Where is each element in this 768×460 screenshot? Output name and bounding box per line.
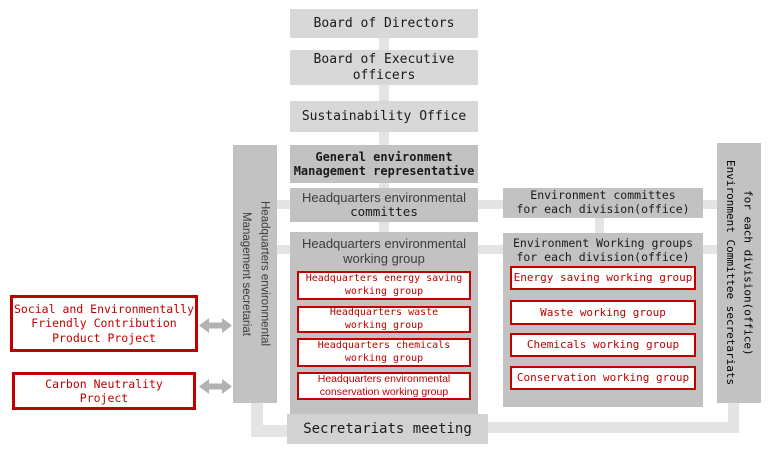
hq-energy-line2: working group — [344, 285, 424, 297]
board-exec-line2: officers — [352, 67, 416, 83]
division-waste-working-group-box: Waste working group — [510, 300, 696, 325]
division-column-connector — [595, 210, 604, 235]
hq-conservation-line2: conservation working group — [319, 386, 449, 398]
board-exec-line1: Board of Executive — [313, 52, 455, 68]
hq-committee-line2: committes — [350, 204, 418, 220]
hq-working-group-line2: working group — [343, 251, 425, 267]
committee-row-connector — [255, 200, 740, 209]
division-energy-saving-working-group-box: Energy saving working group — [510, 266, 696, 290]
general-rep-line2: Management representative — [293, 164, 475, 178]
hq-energy-saving-working-group-box: Headquarters energy saving working group — [297, 271, 471, 300]
bottom-right-connector-horizontal — [487, 422, 739, 433]
division-working-groups-line2: for each division(office) — [516, 249, 690, 264]
division-waste-label: Waste working group — [540, 305, 666, 319]
division-environment-committee-box: Environment committes for each division(… — [503, 188, 703, 218]
division-chemicals-label: Chemicals working group — [526, 338, 680, 352]
board-of-executive-officers-box: Board of Executive officers — [290, 50, 478, 85]
hq-waste-working-group-box: Headquarters waste working group — [297, 306, 471, 333]
hq-energy-line1: Headquarters energy saving — [305, 273, 463, 285]
working-row-connector — [255, 245, 740, 254]
division-chemicals-working-group-box: Chemicals working group — [510, 333, 696, 357]
division-committee-line2: for each division(office) — [516, 202, 690, 216]
hq-conservation-line1: Headquarters environmental — [317, 373, 451, 386]
double-arrow-icon — [199, 318, 232, 333]
hq-chemicals-line2: working group — [344, 352, 424, 364]
hq-environmental-committee-box: Headquarters environmental committes — [290, 188, 478, 222]
hq-chemicals-line1: Headquarters chemicals — [317, 340, 451, 352]
board-of-directors-label: Board of Directors — [313, 15, 455, 31]
project1-line3: Product Project — [52, 330, 156, 345]
secretariats-meeting-label: Secretariats meeting — [303, 420, 472, 437]
right-bar-line2: for each division(office) — [741, 190, 755, 356]
left-bar-line2: Management secretariat — [240, 211, 252, 336]
project1-line1: Social and Environmentally — [13, 302, 194, 317]
division-working-groups-line1: Environment Working groups — [512, 236, 693, 250]
project2-line1: Carbon Neutrality — [45, 376, 163, 391]
hq-management-secretariat-bar: Headquarters environmental Management se… — [233, 145, 277, 403]
division-energy-label: Energy saving working group — [513, 271, 693, 285]
bottom-left-connector-horizontal — [251, 425, 289, 437]
bottom-right-connector-vertical — [728, 400, 739, 433]
division-conservation-label: Conservation working group — [516, 371, 690, 385]
double-arrow-icon — [199, 379, 232, 394]
left-bar-line1: Headquarters environmental — [258, 201, 271, 347]
division-conservation-working-group-box: Conservation working group — [510, 366, 696, 390]
hq-waste-line2: working group — [344, 319, 424, 331]
hq-committee-line1: Headquarters environmental — [301, 189, 467, 205]
carbon-neutrality-project-box: Carbon Neutrality Project — [12, 372, 196, 410]
board-of-directors-box: Board of Directors — [290, 9, 478, 38]
social-environmental-product-project-box: Social and Environmentally Friendly Cont… — [10, 295, 198, 352]
hq-waste-line1: Headquarters waste — [329, 307, 439, 319]
secretariats-meeting-box: Secretariats meeting — [287, 414, 488, 444]
general-environment-representative-box: General environment Management represent… — [290, 145, 478, 183]
sustainability-office-label: Sustainability Office — [301, 108, 467, 124]
hq-chemicals-working-group-box: Headquarters chemicals working group — [297, 338, 471, 367]
division-committee-secretariats-label: Environment Committee secretariats for e… — [721, 160, 756, 385]
division-committee-secretariats-bar: Environment Committee secretariats for e… — [717, 143, 761, 403]
sustainability-office-box: Sustainability Office — [290, 101, 478, 132]
project2-line2: Project — [79, 391, 129, 405]
hq-environmental-conservation-working-group-box: Headquarters environmental conservation … — [297, 372, 471, 400]
right-bar-line1: Environment Committee secretariats — [724, 160, 737, 386]
hq-management-secretariat-label: Headquarters environmental Management se… — [237, 201, 274, 346]
division-committee-line1: Environment committes — [530, 188, 676, 203]
hq-working-group-line1: Headquarters environmental — [301, 236, 467, 251]
project1-line2: Friendly Contribution — [31, 316, 177, 331]
general-rep-line1: General environment — [315, 149, 453, 164]
